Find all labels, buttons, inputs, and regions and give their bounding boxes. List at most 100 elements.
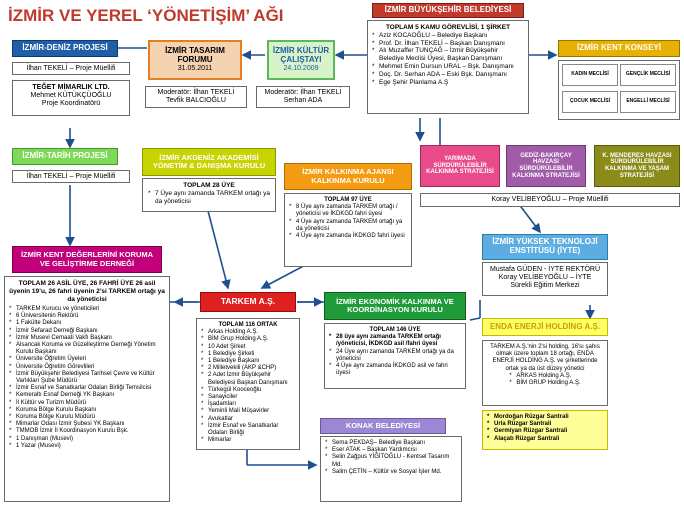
- kent-degerleri-header: İZMİR KENT DEĞERLERİNİ KORUMA VE GELİŞTİ…: [12, 246, 162, 273]
- page-title: İZMİR VE YEREL ‘YÖNETİŞİM’ AĞI: [8, 6, 284, 25]
- list-item: Üniversite Öğretim Üyeleri: [9, 356, 165, 363]
- list-item: Kemeraltı Esnaf Derneği YK Başkanı: [9, 392, 165, 399]
- kalkinma-ajansi-list: 8 Üye aynı zamanda TARKEM ortağı / yönet…: [289, 204, 407, 240]
- iyte-line3: Sürekli Eğitim Merkezi: [510, 282, 580, 290]
- koray-line: Koray VELİBEYOĞLU – Proje Müellifi: [491, 196, 609, 203]
- list-item: İzmir Büyükşehir Belediyesi Tarihsel Çev…: [9, 371, 165, 385]
- kent-konseyi-body: KADIN MECLİSİ GENÇLİK MECLİSİ ÇOCUK MECL…: [558, 60, 680, 120]
- strategy-k-menderes: K. MENDERES HAVZASI SÜRDÜRÜLEBİLİR KALKI…: [594, 145, 680, 187]
- ekonomik-kalkinma-list: 28 üye aynı zamanda TARKEM ortağı /yönet…: [329, 334, 461, 377]
- tasarim-forumu-line2: Tevfik BALCIOĞLU: [166, 97, 226, 105]
- kultur-calistayi-body: Moderatör: İlhan TEKELİ Serhan ADA: [256, 86, 350, 108]
- ekonomik-kalkinma-header: İZMİR EKONOMİK KALKINMA VE KOORDİNASYON …: [324, 292, 466, 320]
- list-item: Urla Rüzgar Santrali: [487, 421, 603, 428]
- list-item: Alı Muzaffer TUNÇAĞ – İzmir Büyükşehir B…: [372, 47, 524, 63]
- list-item: Koruma Bölge Kurulu Müdürü: [9, 414, 165, 421]
- akdeniz-akademisi-body: TOPLAM 28 ÜYE 7 Üye aynı zamanda TARKEM …: [142, 178, 276, 212]
- tarkem-heading: TOPLAM 116 ORTAK: [218, 322, 278, 328]
- kalkinma-ajansi-heading: TOPLAM 97 ÜYE: [324, 197, 372, 203]
- deniz-projesi-teget: TEĞET MİMARLIK LTD. Mehmet KÜTÜKÇÜOĞLU P…: [12, 80, 130, 116]
- enda-header: ENDA ENERJİ HOLDİNG A.Ş.: [482, 318, 608, 336]
- list-item: 4 Üye aynı zamanda İKDKGD asil ve fahri …: [329, 363, 461, 377]
- tarih-projesi-header: İZMİR-TARİH PROJESİ: [12, 148, 118, 165]
- list-item: 1 Belediye Başkanı: [201, 358, 295, 365]
- izmir-buyuksehir-list: Aziz KOCAOĞLU – Belediye Başkanı Prof. D…: [372, 32, 524, 87]
- tasarim-forumu-date: 31.05.2011: [177, 65, 213, 73]
- kalkinma-ajansi-header: İZMİR KALKINMA AJANSI KALKINMA KURULU: [284, 163, 412, 190]
- kultur-calistayi-header: İZMİR KÜLTÜR ÇALIŞTAYI 24.10.2009: [267, 40, 335, 80]
- izmir-buyuksehir-header: İZMİR BÜYÜKŞEHİR BELEDİYESİ: [372, 3, 524, 18]
- list-item: BİM GRUP Holding A.Ş.: [509, 380, 580, 387]
- strategy-yarimada: YARIMADA SÜRDÜRÜLEBİLİR KALKINMA STRATEJ…: [420, 145, 500, 187]
- akdeniz-akademisi-header: İZMİR AKDENİZ AKADEMİSİ YÖNETİM & DANIŞM…: [142, 148, 276, 176]
- list-item: Mordoğan Rüzgar Santrali: [487, 414, 603, 421]
- iyte-line1: Mustafa GÜDEN - İYTE REKTÖRÜ: [489, 266, 601, 273]
- list-item: Yeminli Mali Müşavirler: [201, 408, 295, 415]
- list-item: Mehmet Emin Dursun URAL – Bşk. Danışmanı: [372, 63, 524, 71]
- list-item: 10 Adet Şirket: [201, 344, 295, 351]
- kultur-calistayi-line2: Serhan ADA: [283, 97, 323, 105]
- list-item: 24 Üye aynı zamanda TARKEM ortağı ya da …: [329, 349, 461, 363]
- list-item: 4 Üye aynı zamanda TARKEM ortağı ya da y…: [289, 219, 407, 233]
- list-item: Sema PEKDAŞ– Belediye Başkanı: [325, 440, 457, 447]
- list-item: TMMOB İzmir İl Koordinasyon Kurulu Bşk.: [9, 428, 165, 435]
- enda-body: TARKEM A.Ş.'nin 2'si holding, 16'sı şahı…: [482, 340, 608, 406]
- list-item: Mimarlar Odası İzmir Şubesi YK Başkanı: [9, 421, 165, 428]
- list-item: Alsancak Koruma ve Güzelleştirme Derneği…: [9, 342, 165, 356]
- deniz-projesi-body: İlhan TEKELİ – Proje Müellifi: [12, 62, 130, 75]
- list-item: Ege Şehir Planlama A.Ş: [372, 79, 524, 87]
- iyte-body: Mustafa GÜDEN - İYTE REKTÖRÜ Koray VELİB…: [482, 262, 608, 296]
- izmir-buyuksehir-body: TOPLAM 5 KAMU GÖREVLİSİ, 1 ŞİRKET Aziz K…: [367, 20, 529, 114]
- list-item: 8 Üye aynı zamanda TARKEM ortağı / yönet…: [289, 204, 407, 218]
- list-item: Sanayiciler: [201, 394, 295, 401]
- deniz-projesi-line3: Mehmet KÜTÜKÇÜOĞLU: [30, 92, 112, 100]
- konak-header: KONAK BELEDİYESİ: [320, 418, 446, 434]
- list-item: Eser ATAK – Başkan Yardımcısı: [325, 447, 457, 454]
- list-item: BİM Grup Holding A.Ş.: [201, 336, 295, 343]
- enda-plants: Mordoğan Rüzgar Santrali Urla Rüzgar San…: [482, 410, 608, 450]
- list-item: 6 Üniversitenin Rektörü: [9, 313, 165, 320]
- tarkem-header: TARKEM A.Ş.: [200, 292, 296, 312]
- kultur-calistayi-date: 24.10.2009: [283, 65, 319, 73]
- kent-degerleri-body: TOPLAM 26 ASİL ÜYE, 26 FAHRİ ÜYE 26 asil…: [4, 276, 170, 502]
- list-item: Salim ÇETİN – Kültür ve Sosyal İşler Md.: [325, 469, 457, 476]
- deniz-projesi-line4: Proje Koordinatörü: [41, 100, 101, 108]
- enda-list: ARKAS Holding A.Ş. BİM GRUP Holding A.Ş.: [509, 373, 580, 388]
- list-item: İzmir Esnaf ve Sanatkarlar Odaları Birli…: [9, 385, 165, 392]
- list-item: Prof. Dr. İlhan TEKELİ – Başkan Danışman…: [372, 40, 524, 48]
- iyte-line2: Koray VELİBEYOĞLU – İYTE: [498, 274, 592, 282]
- koray-box: Koray VELİBEYOĞLU – Proje Müellifi: [420, 193, 680, 207]
- tarih-projesi-line1: İlhan TEKELİ – Proje Müellifi: [26, 173, 116, 180]
- list-item: 1 Belediye Şirketi: [201, 351, 295, 358]
- list-item: Selin Zağpus YİĞİTOĞLU - Kentsel Tasarım…: [325, 454, 457, 468]
- tasarim-forumu-line1: Moderatör: İlhan TEKELİ: [157, 89, 235, 96]
- ekonomik-kalkinma-heading: TOPLAM 146 ÜYE: [369, 327, 421, 333]
- kent-konseyi-header: İZMİR KENT KONSEYİ: [558, 40, 680, 57]
- enda-text: TARKEM A.Ş.'nin 2'si holding, 16'sı şahı…: [490, 344, 600, 372]
- kultur-calistayi-title: İZMİR KÜLTÜR ÇALIŞTAYI: [272, 46, 330, 65]
- kent-degerleri-heading: TOPLAM 26 ASİL ÜYE, 26 FAHRİ ÜYE 26 asil…: [9, 280, 165, 303]
- list-item: İzmir Esnaf ve Sanatkarlar Odaları Birli…: [201, 423, 295, 437]
- list-item: 1 Fakülte Dekanı: [9, 320, 165, 327]
- tarih-projesi-body: İlhan TEKELİ – Proje Müellifi: [12, 170, 130, 183]
- list-item: Doç. Dr. Serhan ADA – Eski Bşk. Danışman…: [372, 71, 524, 79]
- list-item: Mimarlar: [201, 437, 295, 444]
- deniz-projesi-line1: İlhan TEKELİ – Proje Müellifi: [26, 65, 116, 72]
- list-item: İzmir Sefarad Derneği Başkanı: [9, 328, 165, 335]
- list-item: Germiyan Rüzgar Santrali: [487, 428, 603, 435]
- genclik-meclisi: GENÇLİK MECLİSİ: [620, 64, 676, 86]
- kadin-meclisi: KADIN MECLİSİ: [562, 64, 618, 86]
- konak-body: Sema PEKDAŞ– Belediye Başkanı Eser ATAK …: [320, 436, 462, 502]
- list-item: 28 üye aynı zamanda TARKEM ortağı /yönet…: [329, 334, 461, 348]
- list-item: Arkas Holding A.Ş.: [201, 329, 295, 336]
- tasarim-forumu-body: Moderatör: İlhan TEKELİ Tevfik BALCIOĞLU: [145, 86, 247, 108]
- ekonomik-kalkinma-body: TOPLAM 146 ÜYE 28 üye aynı zamanda TARKE…: [324, 323, 466, 389]
- deniz-projesi-line2: TEĞET MİMARLIK LTD.: [32, 84, 110, 91]
- list-item: Alaçatı Rüzgar Santrali: [487, 436, 603, 443]
- kalkinma-ajansi-body: TOPLAM 97 ÜYE 8 Üye aynı zamanda TARKEM …: [284, 193, 412, 267]
- list-item: 2 Adet İzmir Büyükşehir Belediyesi Başka…: [201, 372, 295, 386]
- kultur-calistayi-line1: Moderatör: İlhan TEKELİ: [264, 89, 342, 96]
- akdeniz-akademisi-heading: TOPLAM 28 ÜYE: [183, 182, 235, 189]
- kent-degerleri-list: TARKEM Kurucu ve yöneticileri 6 Üniversi…: [9, 306, 165, 450]
